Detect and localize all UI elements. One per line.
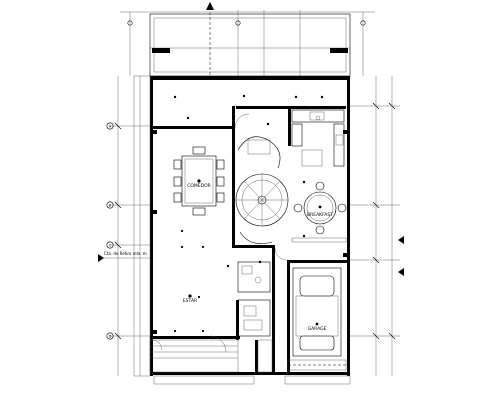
- dimension-ticks: [114, 102, 396, 340]
- doors: [151, 113, 288, 353]
- top-terrace: [149, 2, 351, 77]
- breakfast-label: BREAKFAST: [307, 212, 333, 218]
- setback-note: Cta. de Retiro rela. m.: [102, 251, 150, 259]
- chair: [216, 192, 225, 203]
- kitchen-counter: [291, 109, 345, 123]
- axis-bubble-label: C: [109, 243, 112, 247]
- stove: [335, 134, 344, 146]
- spiral-staircase: [235, 136, 289, 244]
- axis-bubble-left: D: [106, 332, 114, 340]
- axis-bubble-label: A: [109, 124, 112, 128]
- chair: [293, 203, 303, 213]
- symbols: [153, 94, 347, 334]
- axis-bubble-left: C: [106, 241, 114, 249]
- chair: [216, 159, 225, 170]
- kitchen: [291, 109, 345, 167]
- chair: [315, 181, 325, 191]
- chair: [337, 203, 347, 213]
- entry-steps: [149, 339, 351, 385]
- top-markers: [120, 2, 375, 26]
- breakfast-nook: BREAKFAST: [291, 181, 347, 243]
- garage: GARAGE: [287, 267, 347, 371]
- chair: [173, 176, 182, 187]
- chair: [315, 225, 325, 235]
- axis-bubble-left: A: [106, 122, 114, 130]
- setback-label: Cta. de Retiro rela. m.: [104, 251, 148, 256]
- chair: [173, 192, 182, 203]
- section-markers: [98, 236, 404, 276]
- dining-table: [181, 155, 217, 207]
- chair: [216, 176, 225, 187]
- living-label: ESTAR: [183, 298, 197, 304]
- kitchen-island: [301, 149, 323, 167]
- interior-walls: [150, 106, 347, 375]
- service-area: [237, 261, 273, 373]
- chair: [192, 146, 206, 155]
- garage-label: GARAGE: [308, 326, 327, 332]
- round-table: [303, 191, 337, 225]
- chair: [173, 159, 182, 170]
- sink: [309, 111, 325, 121]
- axis-lines: [110, 12, 400, 376]
- dining-label: COMEDOR: [187, 183, 211, 189]
- dining-room: COMEDOR: [173, 146, 225, 216]
- chair: [192, 207, 206, 216]
- garage-car: [292, 267, 342, 357]
- axis-bubble-left: B: [106, 201, 114, 209]
- living-room: ESTAR: [173, 229, 205, 333]
- axis-bubble-label: D: [109, 334, 112, 338]
- axis-bubble-label: B: [109, 203, 112, 207]
